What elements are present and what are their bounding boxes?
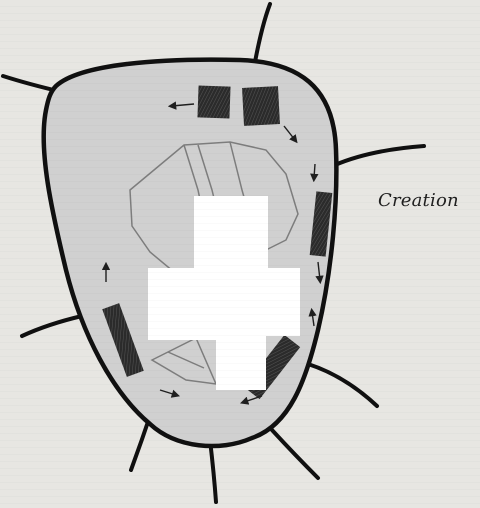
block-top-right [242,86,280,126]
spike-bottom-center [210,440,216,502]
spike-bottom-right [272,430,318,478]
spike-lower-left [22,316,82,336]
cell-outline [44,60,337,446]
block-top-left [197,85,230,118]
spike-upper-right [335,146,424,165]
creation-label: Creation [378,190,459,211]
spike-top-right [255,4,270,62]
arrow-right-upper [314,164,315,178]
spike-right-lower [308,364,377,406]
